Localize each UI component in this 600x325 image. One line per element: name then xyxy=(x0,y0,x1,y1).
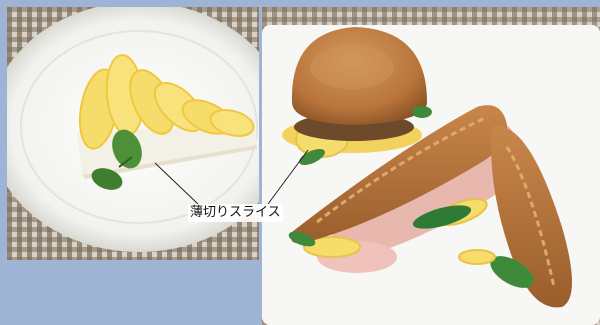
sandwich-photo xyxy=(262,7,600,325)
baguette-sandwich xyxy=(288,105,572,308)
lemon-slices xyxy=(78,54,255,150)
cheesecake-photo xyxy=(7,7,259,260)
callout-label: 薄切りスライス xyxy=(188,204,283,222)
mint-leaves xyxy=(91,129,142,190)
round-bun-sandwich xyxy=(282,27,432,166)
